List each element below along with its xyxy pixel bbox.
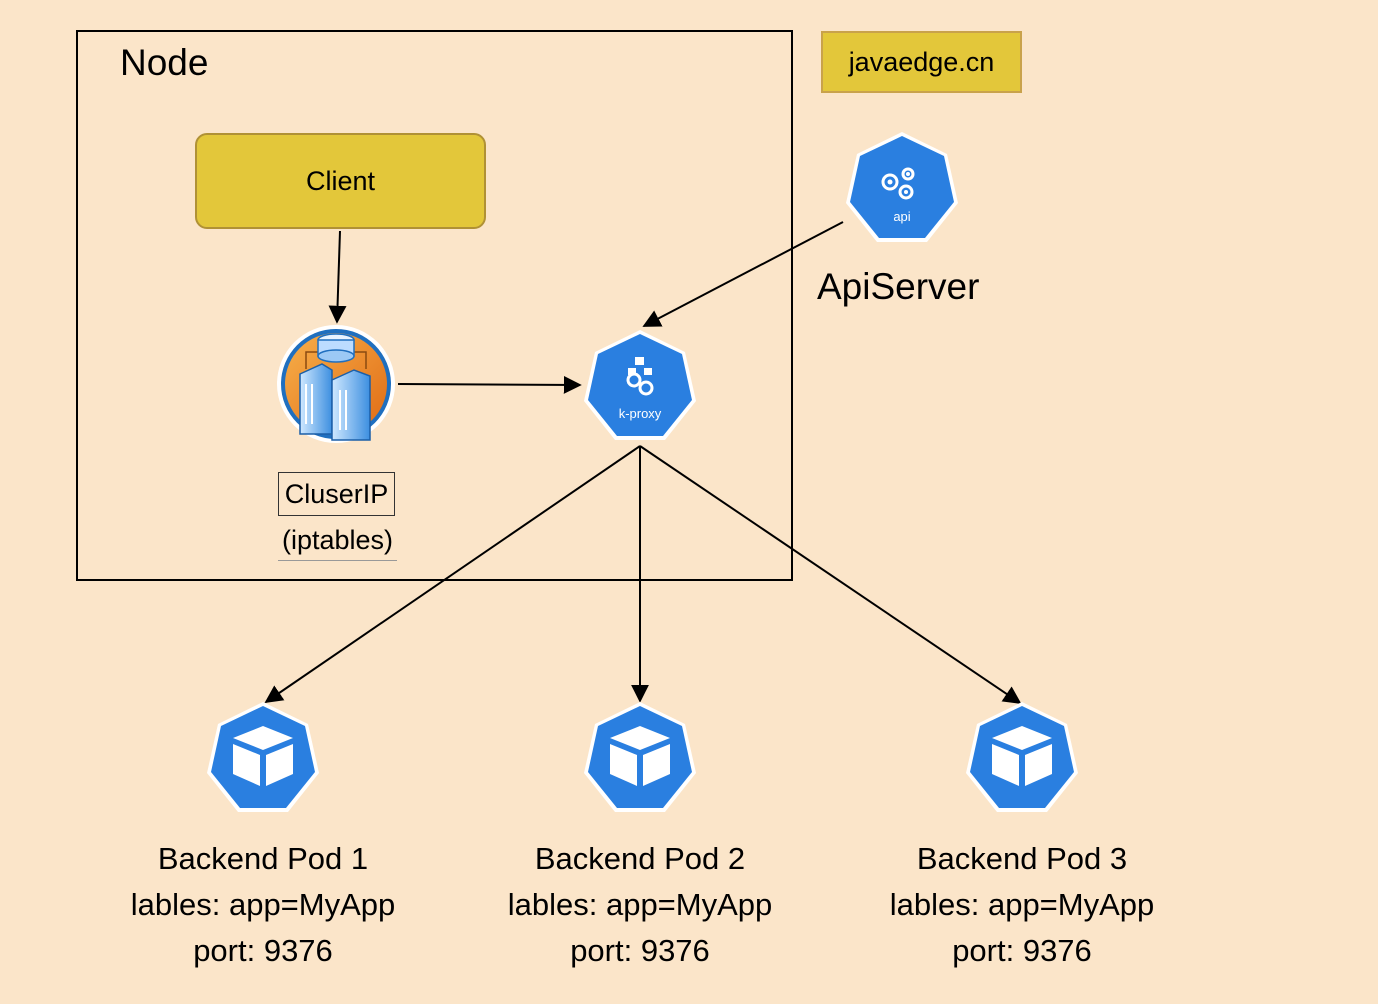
clusterip-server-icon [277, 325, 395, 443]
pod-3-text: Backend Pod 3 lables: app=MyApp port: 93… [862, 836, 1182, 974]
edge-api-to-kproxy [642, 221, 844, 327]
edge-kproxy-to-pod3 [639, 445, 1022, 705]
edge-clusterip-to-kproxy [397, 375, 582, 394]
node-title: Node [120, 42, 209, 83]
pod-1-text: Backend Pod 1 lables: app=MyApp port: 93… [103, 836, 423, 974]
api-server-icon: api [846, 132, 958, 242]
pod-3-name: Backend Pod 3 [916, 841, 1128, 876]
pod-1-icon [207, 702, 319, 812]
edge-kproxy-to-pod1 [264, 445, 641, 704]
clusterip-title: CluserIP [278, 472, 395, 516]
edge-client-to-clusterip [328, 230, 347, 324]
node-boundary [76, 30, 793, 581]
pod-1-name: Backend Pod 1 [157, 841, 369, 876]
watermark-box: javaedge.cn [821, 31, 1022, 93]
pod-3-icon [966, 702, 1078, 812]
pod-2-name: Backend Pod 2 [534, 841, 746, 876]
watermark-text: javaedge.cn [848, 46, 995, 77]
pod-2-labels: lables: app=MyApp [507, 887, 773, 922]
pod-3-port: port: 9376 [952, 933, 1092, 968]
client-box[interactable]: Client [195, 133, 486, 229]
kube-proxy-icon: k-proxy [584, 330, 696, 440]
pod-2-port: port: 9376 [570, 933, 710, 968]
clusterip-subtitle: (iptables) [278, 520, 397, 561]
client-label: Client [305, 165, 376, 196]
pod-1-port: port: 9376 [193, 933, 333, 968]
api-icon-text: api [893, 209, 910, 224]
pod-2-icon [584, 702, 696, 812]
kproxy-icon-text: k-proxy [619, 406, 662, 421]
pod-2-text: Backend Pod 2 lables: app=MyApp port: 93… [480, 836, 800, 974]
api-server-label: ApiServer [817, 266, 980, 307]
pod-3-labels: lables: app=MyApp [889, 887, 1155, 922]
pod-1-labels: lables: app=MyApp [130, 887, 396, 922]
